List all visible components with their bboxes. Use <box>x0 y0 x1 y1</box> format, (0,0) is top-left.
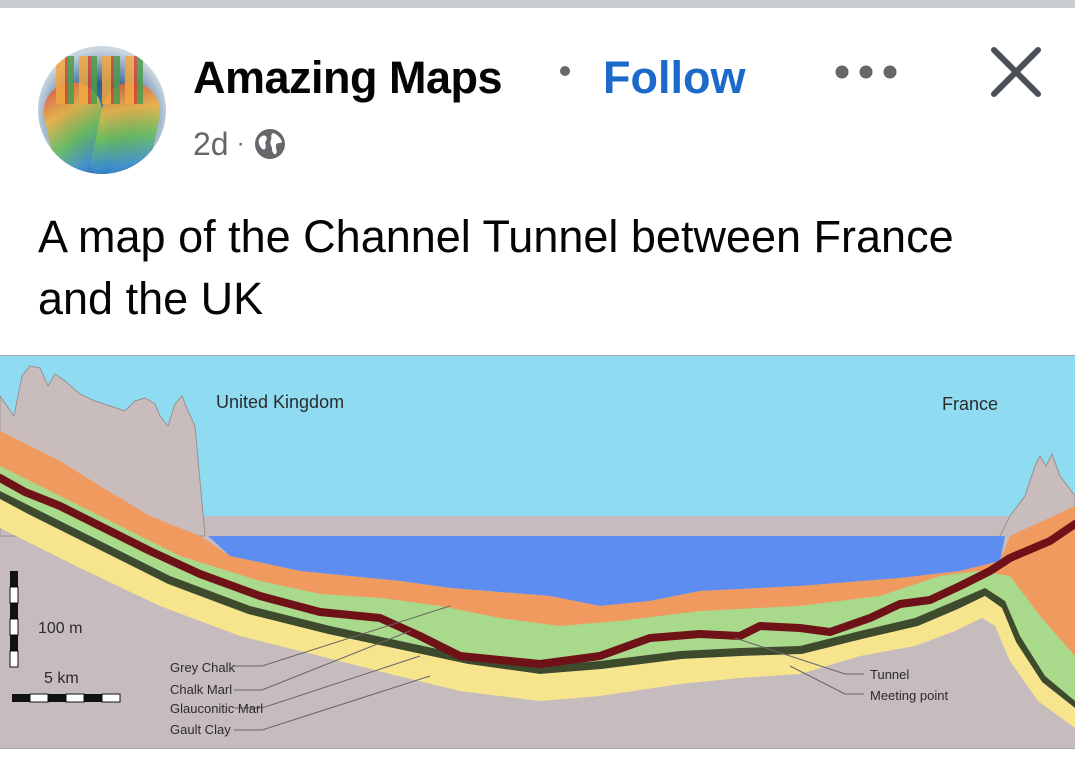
label-uk: United Kingdom <box>216 392 344 412</box>
close-icon[interactable] <box>988 44 1044 100</box>
vertical-scale-bar <box>9 571 19 668</box>
more-options-icon[interactable] <box>834 64 898 80</box>
scale-horizontal-label: 5 km <box>44 670 79 687</box>
globe-icon[interactable] <box>253 127 287 161</box>
follow-button[interactable]: Follow <box>603 52 746 103</box>
avatar[interactable] <box>38 46 166 174</box>
legend-chalk-marl: Chalk Marl <box>170 682 232 697</box>
grey-chalk-layer <box>0 431 1075 656</box>
channel-tunnel-map[interactable]: United Kingdom France 100 m 5 km <box>0 355 1075 749</box>
post-text: A map of the Channel Tunnel between Fran… <box>38 211 954 324</box>
sea <box>208 536 1005 606</box>
glauconitic-marl-layer <box>0 491 1075 708</box>
legend-leader-lines <box>234 605 864 731</box>
gault-clay-layer <box>0 499 1075 728</box>
header-dot-separator <box>560 66 570 76</box>
post-meta: 2d · <box>193 126 287 162</box>
legend-grey-chalk: Grey Chalk <box>170 660 236 675</box>
page-name[interactable]: Amazing Maps <box>193 52 503 103</box>
chalk-marl-layer <box>0 466 1075 701</box>
legend-meeting-point: Meeting point <box>870 688 948 703</box>
label-france: France <box>942 394 998 414</box>
legend-gault-clay: Gault Clay <box>170 722 231 737</box>
horizontal-scale-bar <box>12 693 121 703</box>
legend-tunnel: Tunnel <box>870 667 909 682</box>
tunnel-line <box>0 474 1075 668</box>
meta-separator: · <box>236 130 245 157</box>
scale-vertical-label: 100 m <box>38 620 82 637</box>
legend-glauconitic-marl: Glauconitic Marl <box>170 701 263 716</box>
top-divider <box>0 0 1075 8</box>
timestamp[interactable]: 2d <box>193 125 229 162</box>
painted-fingers <box>56 56 148 104</box>
